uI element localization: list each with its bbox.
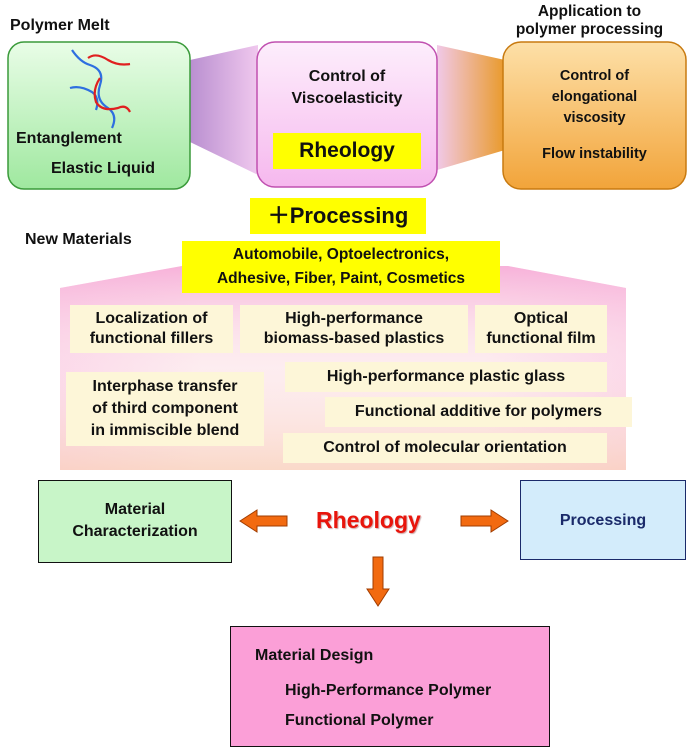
new-materials-label: New Materials [25,231,132,248]
material-item-interphase: Interphase transfer of third component i… [66,372,264,446]
material-item-additive: Functional additive for polymers [325,397,632,427]
material-design-item-2: Functional Polymer [285,712,434,729]
arrow-down-icon [366,556,390,607]
elongational-viscosity-text: Control of elongational viscosity [503,66,686,129]
material-item-interphase-line-3: in immiscible blend [90,422,240,439]
material-item-plastic-glass: High-performance plastic glass [285,362,607,392]
polymer-chain-icon [69,49,131,129]
flow-instability-label: Flow instability [542,146,647,162]
elong-line-3: viscosity [563,110,626,126]
material-item-biomass: High-performance biomass-based plastics [240,305,468,353]
rheology-center-label: Rheology [316,507,421,533]
material-char-line-2: Characterization [72,523,198,540]
rheology-top-label: Rheology [299,139,395,162]
material-item-optical: Optical functional film [475,305,607,353]
arrow-left-icon [239,509,288,533]
material-item-plastic-glass-label: High-performance plastic glass [326,368,566,385]
material-item-optical-line-2: functional film [486,330,596,347]
material-char-line-1: Material [104,501,166,518]
material-characterization-box: Material Characterization [38,480,232,563]
processing-box: Processing [520,480,686,560]
applications-line-1: Automobile, Optoelectronics, [232,246,450,263]
elastic-liquid-label: Elastic Liquid [51,160,156,177]
connector-right [437,45,505,170]
material-item-fillers: Localization of functional fillers [70,305,233,353]
application-label: Application to polymer processing [485,3,694,39]
control-visco-line-2: Viscoelasticity [291,90,403,107]
polymer-melt-box [7,41,191,190]
arrows [239,509,509,607]
processing-plus-label: ＋Processing [267,203,409,228]
material-item-orientation: Control of molecular orientation [283,433,607,463]
applications-badge: Automobile, Optoelectronics, Adhesive, F… [182,241,500,293]
connector-left [190,45,258,175]
rheology-top-badge: Rheology [273,133,421,169]
application-label-line-1: Application to [537,3,642,20]
material-item-fillers-line-2: functional fillers [89,330,214,347]
material-item-fillers-line-1: Localization of [95,310,208,327]
material-design-box: Material Design High-Performance Polymer… [230,626,550,747]
material-item-additive-label: Functional additive for polymers [354,403,603,420]
top-connectors [7,41,687,190]
applications-line-2: Adhesive, Fiber, Paint, Cosmetics [216,270,466,287]
processing-label: Processing [559,512,647,529]
arrow-right-icon [460,509,509,533]
elong-line-2: elongational [551,89,638,105]
processing-plus-badge: ＋Processing [250,198,426,234]
material-item-interphase-line-2: of third component [92,400,238,417]
polymer-melt-label: Polymer Melt [10,17,110,34]
material-design-title: Material Design [255,647,374,664]
material-item-biomass-line-2: biomass-based plastics [263,330,445,347]
material-item-biomass-line-1: High-performance [285,310,423,327]
entanglement-label: Entanglement [16,130,122,147]
elong-line-1: Control of [559,68,630,84]
control-viscoelasticity-text: Control of Viscoelasticity [257,66,437,110]
material-design-item-1: High-Performance Polymer [285,682,492,699]
application-box [502,41,687,190]
control-visco-line-1: Control of [308,68,386,85]
material-item-interphase-line-1: Interphase transfer [92,378,238,395]
application-label-line-2: polymer processing [515,21,664,38]
material-item-optical-line-1: Optical [513,310,569,327]
material-item-orientation-label: Control of molecular orientation [323,439,567,456]
